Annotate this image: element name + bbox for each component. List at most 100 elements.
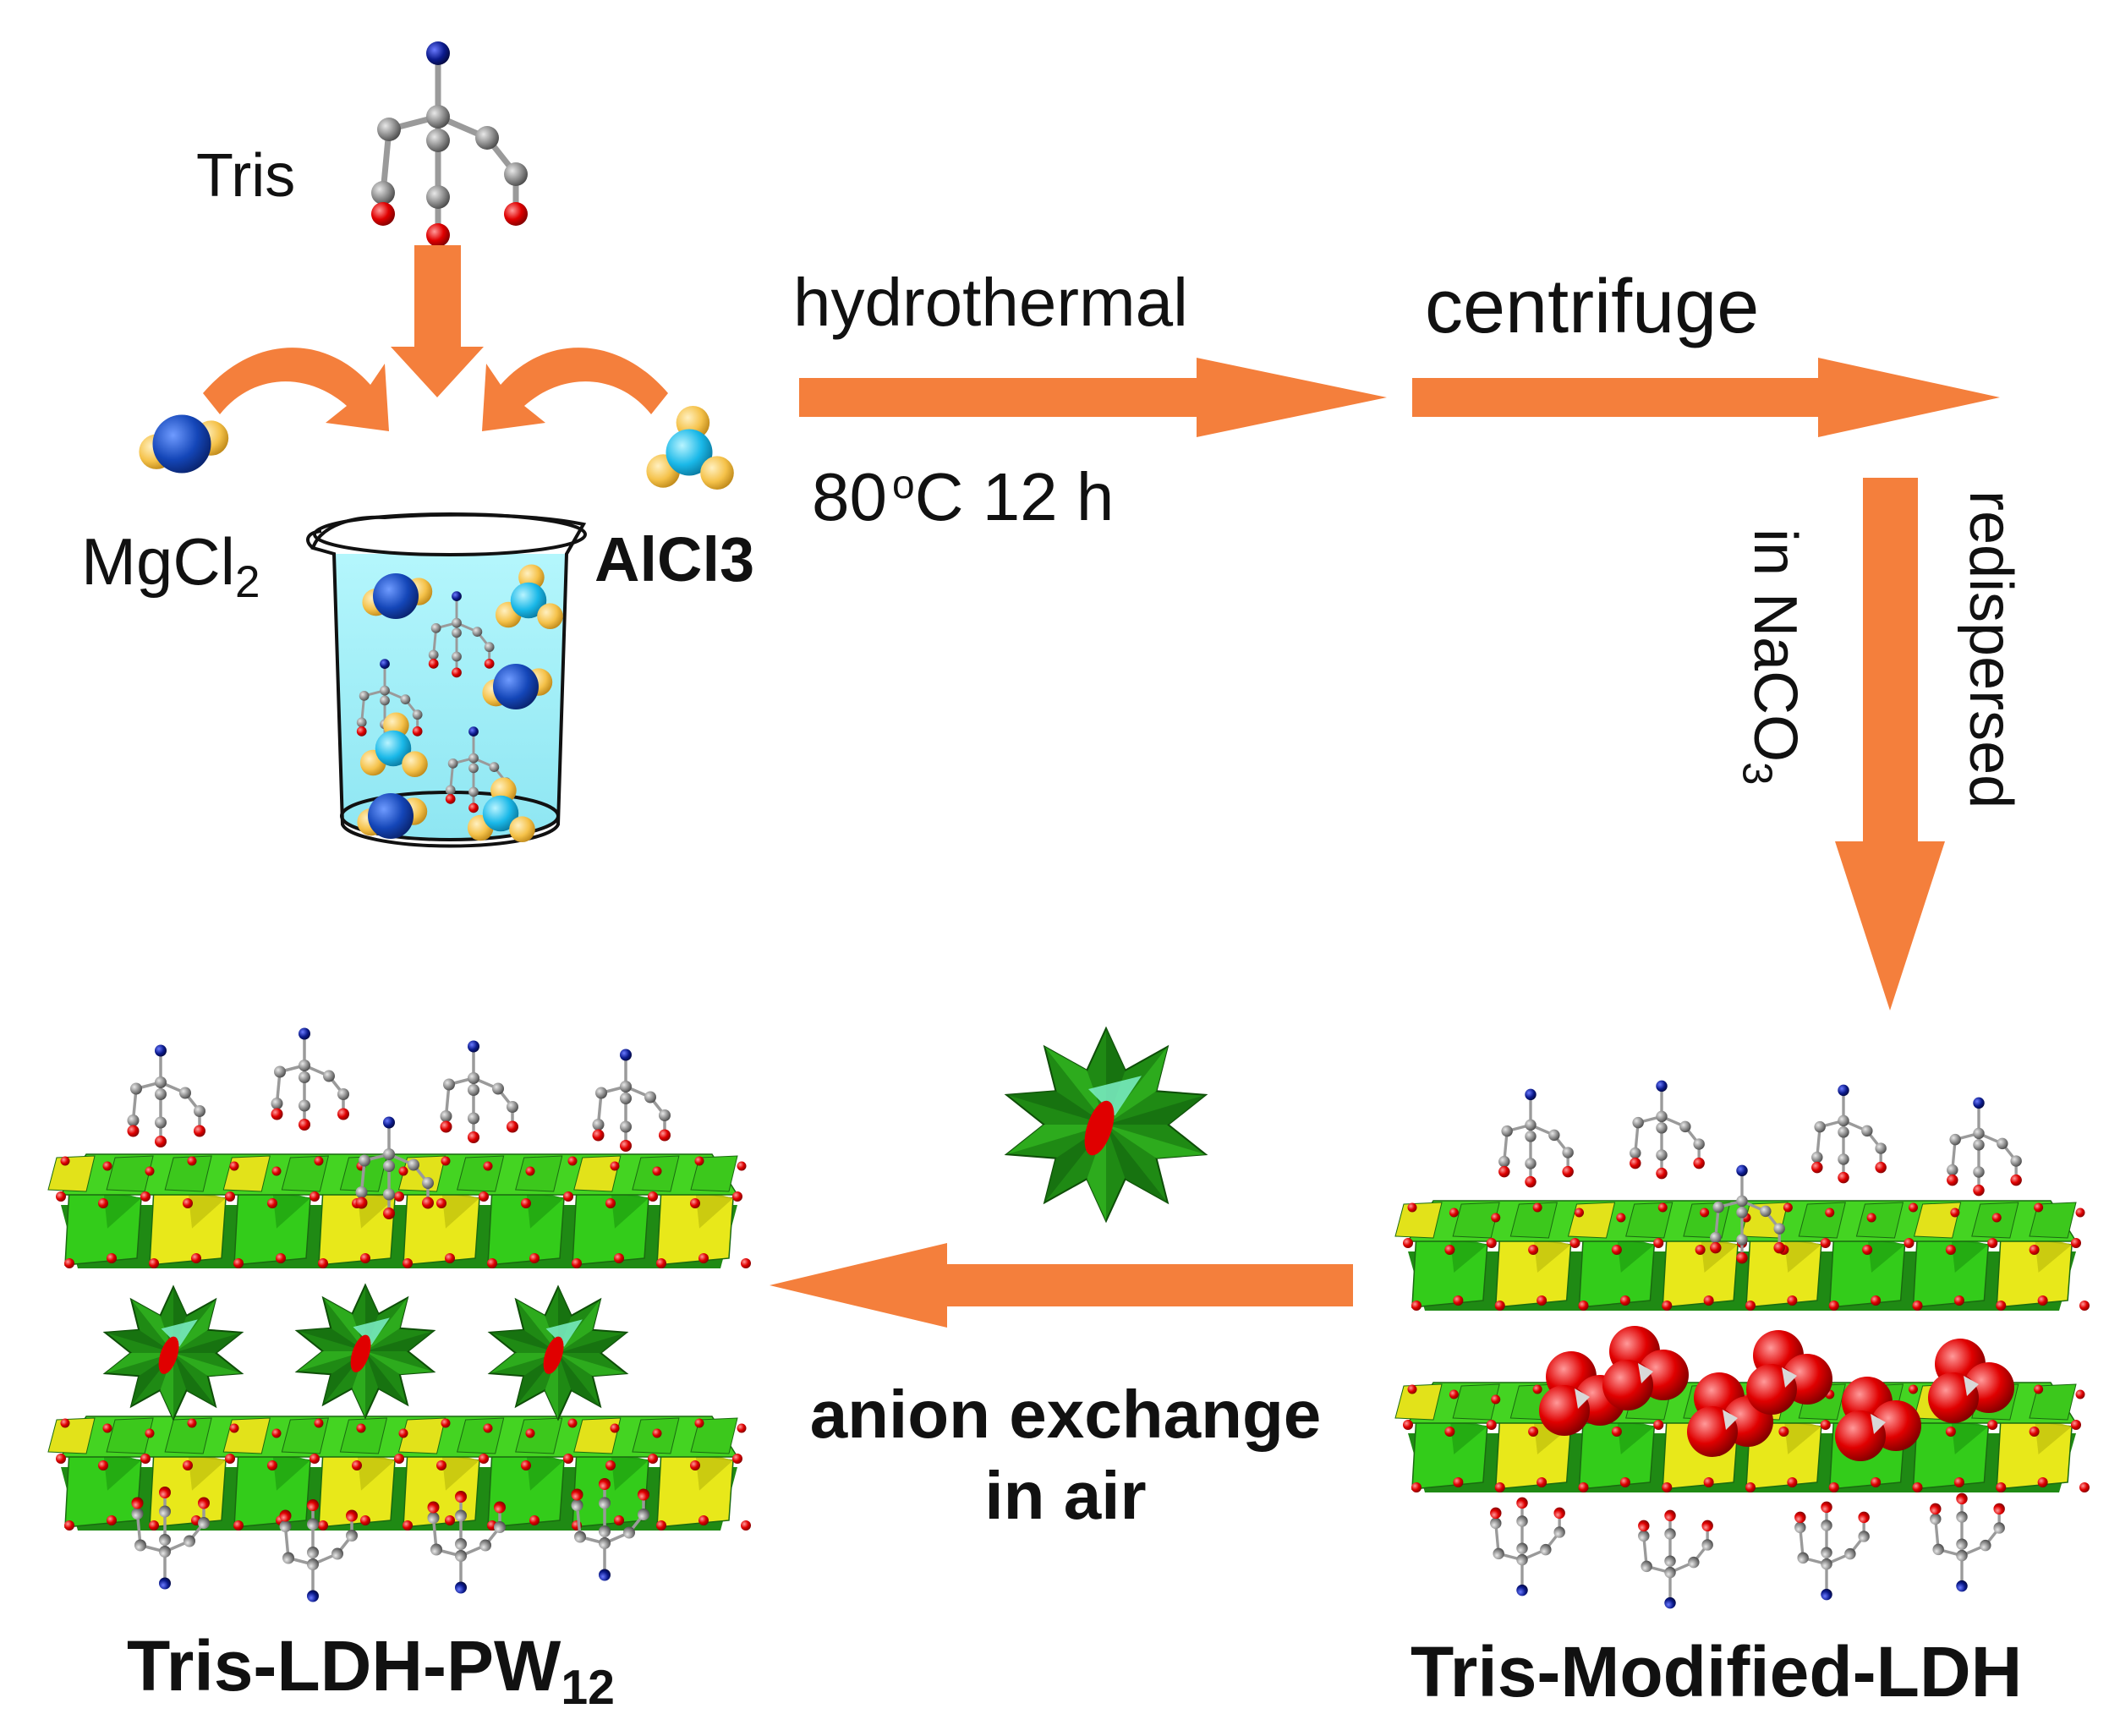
oxygen-atom [1820,1238,1831,1248]
octahedron-facet [526,1188,564,1229]
oxygen-atom [1611,1427,1622,1437]
oxygen-atom [694,1418,704,1428]
tris-molecule-inverted [131,1487,210,1590]
carbon-atom [1493,1547,1504,1560]
oxygen-atom [1494,1482,1505,1492]
oxygen-atom [427,1501,440,1514]
tris-molecule [427,1491,506,1594]
octahedron-facet [441,1450,479,1491]
oxygen-atom [276,1253,286,1263]
mgcl2-label-sub: 2 [235,556,260,607]
oxygen-atom [107,1515,117,1525]
oxygen-atom [638,1488,649,1501]
carbon-atom [1525,1131,1537,1142]
magnesium-atom [493,664,539,709]
carbon-atom [426,129,450,152]
oxygen-atom [1875,1161,1887,1174]
oxygen-atom [64,1520,74,1531]
pw12-cluster [1004,1026,1208,1224]
oxygen-atom [1638,1520,1650,1532]
oxygen-atom [1825,1208,1835,1218]
carbon-atom [571,1499,583,1511]
oxygen-atom [698,1253,709,1263]
oxygen-atom [571,1488,583,1501]
oxygen-atom [426,223,450,247]
top-tile [515,1417,563,1454]
carbon-atom [427,1512,440,1524]
carbon-atom [489,762,500,772]
carbon-atom [307,1518,319,1531]
oxygen-atom [468,1131,479,1143]
top-tile [339,1417,388,1454]
oxygen-atom [1444,1427,1455,1437]
carbon-atom [1701,1539,1713,1551]
oxygen-atom [563,1454,573,1464]
oxygen-atom [1611,1245,1622,1255]
oxygen-atom [1991,1213,2002,1223]
oxygen-atom [1662,1482,1673,1492]
oxygen-atom [690,1460,700,1470]
tris-down-arrow [391,245,484,397]
carbon-atom [1638,1530,1650,1542]
carbon-atom [443,1078,455,1091]
oxygen-atom [229,1161,239,1171]
octahedron-facet [272,1450,310,1491]
oxygen-atom [1630,1157,1641,1169]
nitrogen-atom [620,1049,632,1061]
octahedron-facet [1867,1235,1905,1273]
carbon-atom [1838,1114,1849,1127]
top-tile [164,1417,212,1454]
top-tile [1394,1383,1443,1421]
oxygen-atom [1838,1171,1849,1184]
oxygen-atom [572,1258,582,1268]
carbon-atom [504,162,528,186]
carbon-atom [644,1091,656,1103]
oxygen-atom [1664,1509,1676,1522]
carbon-atom [484,642,495,653]
carbon-atom [1498,1155,1510,1168]
oxygen-atom [64,1258,74,1268]
octahedron-facet [103,1450,141,1491]
nitrogen-atom [599,1569,611,1581]
top-tile [1394,1202,1443,1239]
tris-molecule [1811,1084,1887,1184]
oxygen-atom [1575,1208,1584,1218]
carbon-atom [159,1534,171,1546]
mgcl2-ion [139,414,229,474]
oxygen-atom [398,1428,408,1438]
oxygen-atom [694,1156,704,1166]
tris-molecule [592,1049,671,1152]
nitrogen-atom [155,1044,167,1057]
tris-molecule [371,41,528,247]
oxygen-atom [2075,1208,2085,1218]
carbon-atom [440,1110,452,1122]
oxygen-atom [271,1166,282,1176]
oxygen-atom [504,202,528,226]
oxygen-atom [732,1454,742,1464]
oxygen-atom [1453,1477,1464,1487]
free-ions [139,406,734,490]
oxygen-atom [394,1454,404,1464]
mgcl2-label-main: MgCl [81,524,236,599]
temp-degree: o [891,462,915,507]
oxygen-atom [102,1423,112,1433]
carbon-atom [1993,1522,2005,1534]
carbon-atom [592,1119,605,1131]
carbon-atom [1664,1555,1676,1567]
oxygen-atom [1491,1394,1501,1405]
octahedron-facet [1449,1416,1487,1454]
oxygen-atom [1703,1477,1714,1487]
carbon-atom [426,185,450,209]
oxygen-atom [440,1120,452,1133]
oxygen-atom [299,1119,310,1131]
tris-molecule [445,726,512,813]
oxygen-atom [1553,1507,1565,1520]
cluster-facet [516,1299,558,1353]
cluster-highlight [353,1317,390,1345]
oxygen-atom [307,1499,319,1511]
carbon-atom [472,627,483,637]
tris-molecule [1490,1497,1565,1596]
oxygen-atom [2037,1295,2048,1306]
